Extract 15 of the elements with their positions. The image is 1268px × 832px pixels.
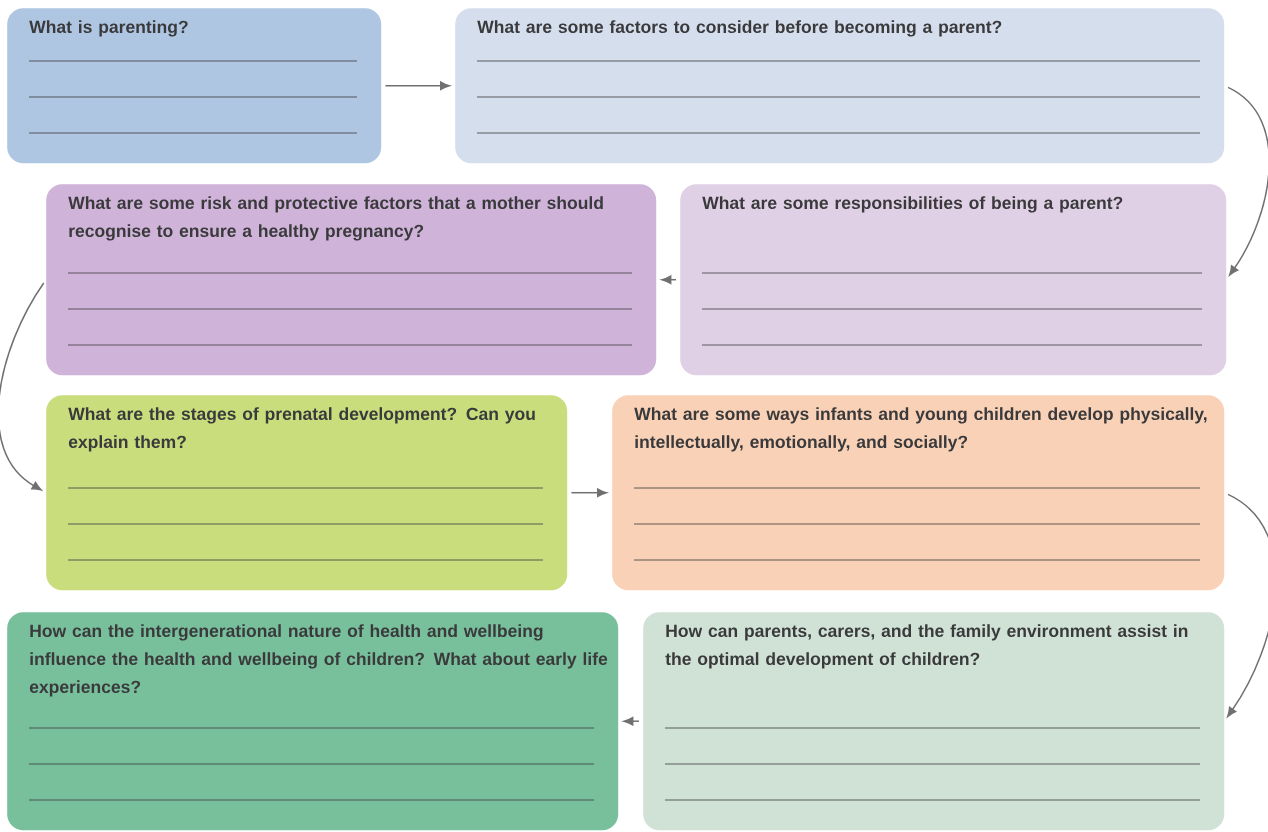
arrow — [1227, 493, 1268, 718]
question-box: What is parenting? — [7, 8, 382, 164]
arrow — [661, 275, 677, 285]
arrow — [1227, 86, 1268, 276]
question-box: What are some responsibilities of being a parent? — [680, 184, 1227, 376]
question-box: How can the intergenerational nature of health and wellbeing influence the health and wellbeing of children? What about early life experiences? — [7, 612, 619, 831]
arrow — [0, 282, 45, 491]
question-box: What are some ways infants and young children develop physically, intellectually, emotionally, and socially? — [612, 395, 1225, 591]
question-box: How can parents, carers, and the family environment assist in the optimal development of children? — [643, 612, 1225, 831]
question-box: What are some risk and protective factors that a mother should recognise to ensure a healthy pregnancy? — [46, 184, 657, 376]
question-box: What are some factors to consider before becoming a parent? — [455, 8, 1225, 164]
arrow — [623, 716, 640, 726]
arrow — [570, 488, 607, 498]
question-box: What are the stages of prenatal development? Can you explain them? — [46, 395, 568, 591]
arrow — [384, 81, 450, 91]
